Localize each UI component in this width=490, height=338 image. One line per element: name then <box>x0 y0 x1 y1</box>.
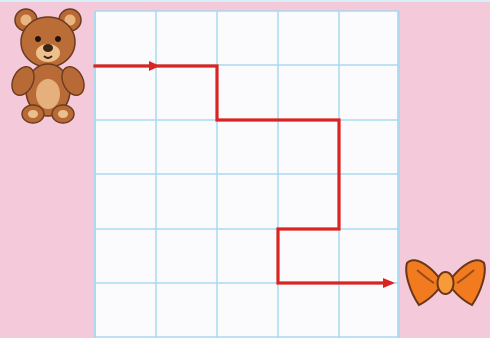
grid-board <box>94 11 399 338</box>
top-border-strip <box>0 0 490 2</box>
bow-tie-icon <box>404 253 487 313</box>
teddy-bear-icon <box>8 8 88 126</box>
